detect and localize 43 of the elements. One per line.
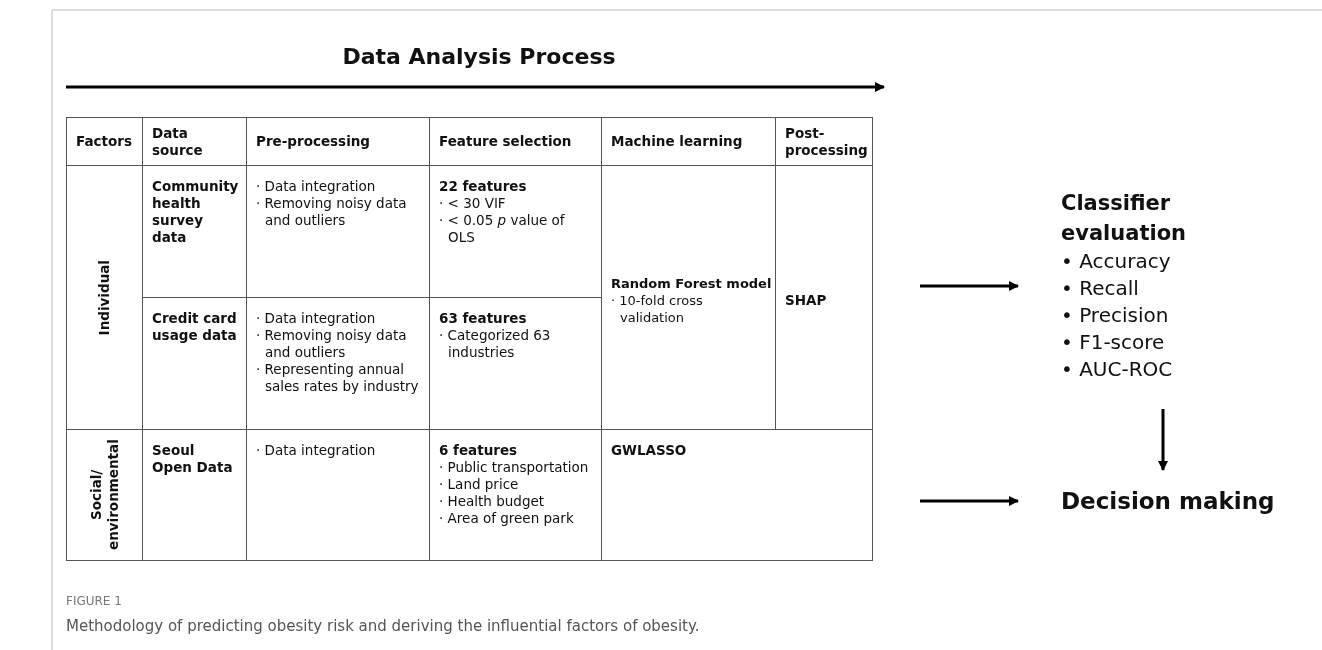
data-source-name: Credit card usage data [152,310,238,344]
column-header: Data source [152,124,204,159]
list-item: • Accuracy [1061,248,1172,275]
list-item: · Categorized 63 industries [439,327,552,361]
list-item: · Removing noisy data and outliers [256,195,408,229]
column-header: Factors [76,133,132,150]
column-header: Pre-processing [256,133,371,150]
list-item: · Public transportation [439,459,590,476]
data-source-name: Community health survey data [152,178,238,246]
list-item: • F1-score [1061,329,1166,356]
column-header: Machine learning [611,133,743,150]
list-item: · Data integration [256,310,377,327]
heading: Classifier evaluation [1061,190,1188,247]
row-header: Social/ environmental [87,438,122,553]
list-item: · Data integration [256,442,377,459]
list-item: · < 0.05 p value of OLS [439,212,566,246]
arrow [1158,409,1168,471]
list-item: · Area of green park [439,510,575,527]
arrow [920,496,1019,506]
method-name: SHAP [785,292,828,309]
row-header: Individual [96,259,113,336]
list-item: • Recall [1061,275,1140,302]
column-header: Feature selection [439,133,572,150]
method-name: GWLASSO [611,442,688,459]
column-header: Post-processing [785,124,868,159]
arrow [920,281,1019,291]
heading: Decision making [1061,487,1276,516]
item-heading: 6 features [439,442,519,459]
list-item: • AUC-ROC [1061,356,1174,383]
title: Data Analysis Process [341,44,617,69]
list-item: · Representing annual sales rates by industry [256,361,420,395]
list-item: · Health budget [439,493,546,510]
caption: Methodology of predicting obesity risk and deriving the influential factors of obesity. [66,617,700,635]
item-heading: 22 features [439,178,528,195]
data-source-name: Seoul Open Data [152,442,234,476]
list-item: • Precision [1061,302,1170,329]
list-item: · Data integration [256,178,377,195]
list-item: · 10-fold cross validation [611,292,704,326]
item-heading: 63 features [439,310,528,327]
list-item: · Removing noisy data and outliers [256,327,408,361]
figure-number: FIGURE 1 [66,594,122,608]
list-item: · < 30 VIF [439,195,507,212]
list-item: · Land price [439,476,520,493]
